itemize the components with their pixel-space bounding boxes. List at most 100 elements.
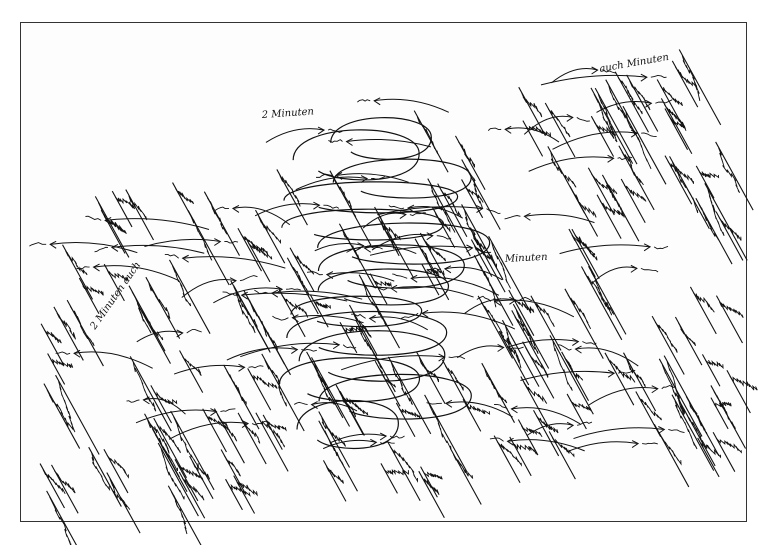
arrow-line [369,316,428,331]
handwriting-scribble [567,294,592,330]
loop-stroke [286,310,448,356]
handwriting-scribble [358,326,382,369]
handwriting-scribble [678,322,696,347]
handwriting-scribble [346,247,361,253]
handwriting-scribble [523,382,548,404]
handwriting-scribble [512,442,537,455]
arrow-line [254,203,320,217]
handwriting-scribble [656,430,682,466]
handwriting-scribble [377,212,398,253]
handwriting-scribble [372,286,388,291]
arrowhead-icon [443,265,452,274]
handwriting-scribble [186,329,202,334]
slash-stroke [710,397,729,430]
handwriting-scribble [584,272,613,316]
handwriting-scribble [131,291,152,334]
handwriting-scribble [177,465,204,481]
handwriting-scribble [156,423,181,454]
handwriting-scribble [128,195,148,221]
slash-stroke [233,475,256,514]
handwriting-scribble [617,156,633,161]
handwriting-scribble [605,180,625,218]
handwriting-scribble [713,391,736,430]
arrow-line [596,101,652,113]
arrow-line [93,265,179,281]
handwriting-scribble [458,141,476,168]
arrowhead-icon [497,344,505,352]
handwriting-scribble [436,235,452,240]
handwriting-scribble [392,273,408,279]
handwriting-scribble [618,369,636,374]
slash-stroke [677,397,716,467]
arrowhead-icon [373,97,381,106]
arrow-line [511,407,581,425]
handwriting-scribble [81,283,104,296]
handwriting-scribble [228,483,251,497]
handwriting-scribble [569,399,592,412]
arrowhead-icon [607,369,616,378]
arrow-line [456,345,504,359]
arrowhead-icon [390,284,398,293]
arrowhead-icon [607,154,615,163]
handwriting-scribble [444,365,464,391]
slash-stroke [125,189,155,241]
handwriting-scribble [484,369,508,404]
handwriting-scribble [551,437,575,458]
handwriting-scribble [352,310,372,338]
handwriting-scribble [279,175,301,207]
handwriting-scribble [292,253,315,275]
slash-stroke [318,411,351,468]
arrow-line [587,386,658,406]
slash-stroke [47,353,66,385]
arrow-line [111,244,205,254]
handwriting-scribble [593,93,615,139]
handwriting-scribble [250,374,278,389]
loop-stroke [317,244,465,289]
handwriting-scribble [175,188,194,205]
handwriting-scribble [258,418,285,448]
slash-stroke [424,394,468,473]
handwriting-scribble [698,171,720,179]
handwriting-scribble [674,400,698,450]
handwriting-scribble [426,267,442,271]
handwriting-scribble [251,420,268,426]
slash-stroke [168,259,211,334]
arrow-line [422,311,516,330]
handwriting-scribble [452,454,474,479]
arrowhead-icon [360,175,369,183]
handwriting-scribble [525,347,549,378]
arrowhead-icon [214,238,222,246]
handwriting-scribble [448,356,466,360]
arrow-line [74,351,153,369]
handwriting-scribble [316,173,333,178]
arrow-line [340,355,445,371]
handwriting-scribble [42,469,66,495]
handwriting-scribble [372,279,392,288]
slash-stroke [106,472,141,534]
handwriting-scribble [265,420,287,432]
arrow-line [551,68,598,84]
handwriting-scribble [29,242,47,247]
handwriting-scribble [399,408,421,419]
arrowhead-icon [572,338,580,346]
handwriting-scribble [342,325,368,334]
arrowhead-icon [142,396,150,405]
arrowhead-icon [210,408,218,416]
arrow-line [322,439,377,450]
arrowhead-icon [466,244,474,253]
arrow-line [173,364,245,375]
handwriting-scribble [521,93,543,118]
handwriting-scribble [577,421,593,426]
handwriting-scribble [69,305,95,347]
handwriting-scribble [552,341,573,391]
loop-stroke [283,181,459,214]
arrow-line [213,287,283,304]
arrow-line [240,342,340,358]
slash-stroke [420,466,438,498]
handwriting-scribble [94,246,108,253]
arrow-line [507,338,579,348]
handwriting-scribble [472,233,498,268]
handwriting-scribble [491,242,512,289]
arrowhead-icon [291,346,299,354]
slash-stroke [501,319,540,387]
